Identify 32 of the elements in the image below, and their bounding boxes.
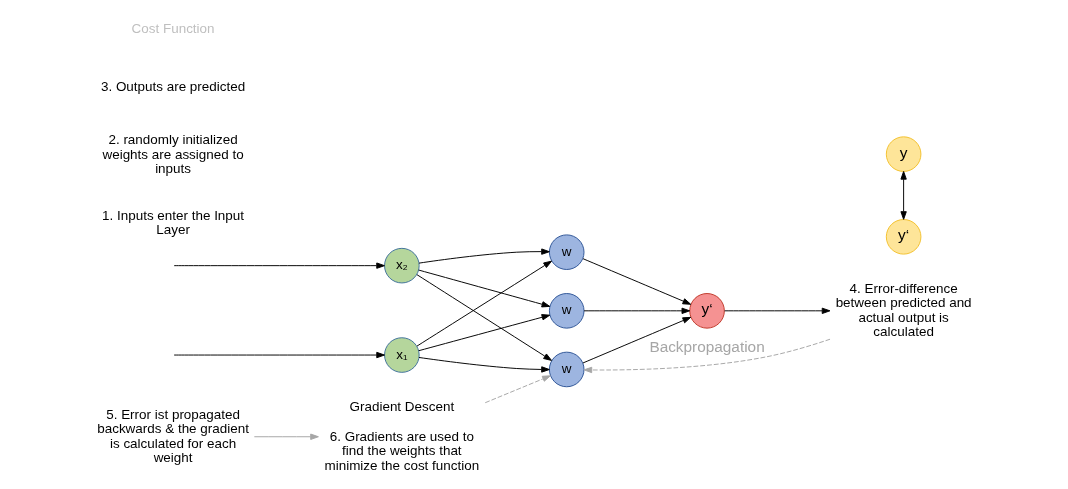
label: 1. Inputs enter the Input Layer [101,207,244,238]
node-text: 5. Error ist propagated backwards & the gradient is calculated for each weight [96,406,249,465]
arrow [416,260,552,347]
arrow [173,351,385,359]
arrow [253,433,319,440]
arrow [417,269,550,308]
node-circle: y‘ [688,293,725,329]
arrow [582,316,691,364]
node-circle: x₂ [383,247,420,284]
arrow [416,274,552,361]
label: 2. randomly initialized weights are assigned to inputs [101,132,244,177]
arrow [418,356,550,373]
arrow [723,307,830,314]
node-circle: y [885,136,921,172]
node-circle: y‘ [885,219,921,255]
node-circle: w [548,351,584,388]
arrow [582,258,691,305]
node-circle: w [548,234,584,270]
node-circle: x₁ [383,337,420,373]
node-circle: w [548,293,584,329]
label: Cost Function [131,20,215,36]
arrow [899,171,907,220]
node-text: 4. Error-difference between predicted and actual output is calculated [835,280,972,340]
label: 3. Outputs are predicted [100,79,245,95]
arrow [418,248,550,264]
arrow [484,375,551,404]
node-text: Gradient Descent 6. Gradients are used to find the weights that minimize the cost function [324,398,479,473]
edge-label: Backpropagation [648,337,765,355]
arrow [173,262,385,269]
arrow [583,338,830,374]
arrow [417,314,550,352]
arrow [583,307,690,314]
